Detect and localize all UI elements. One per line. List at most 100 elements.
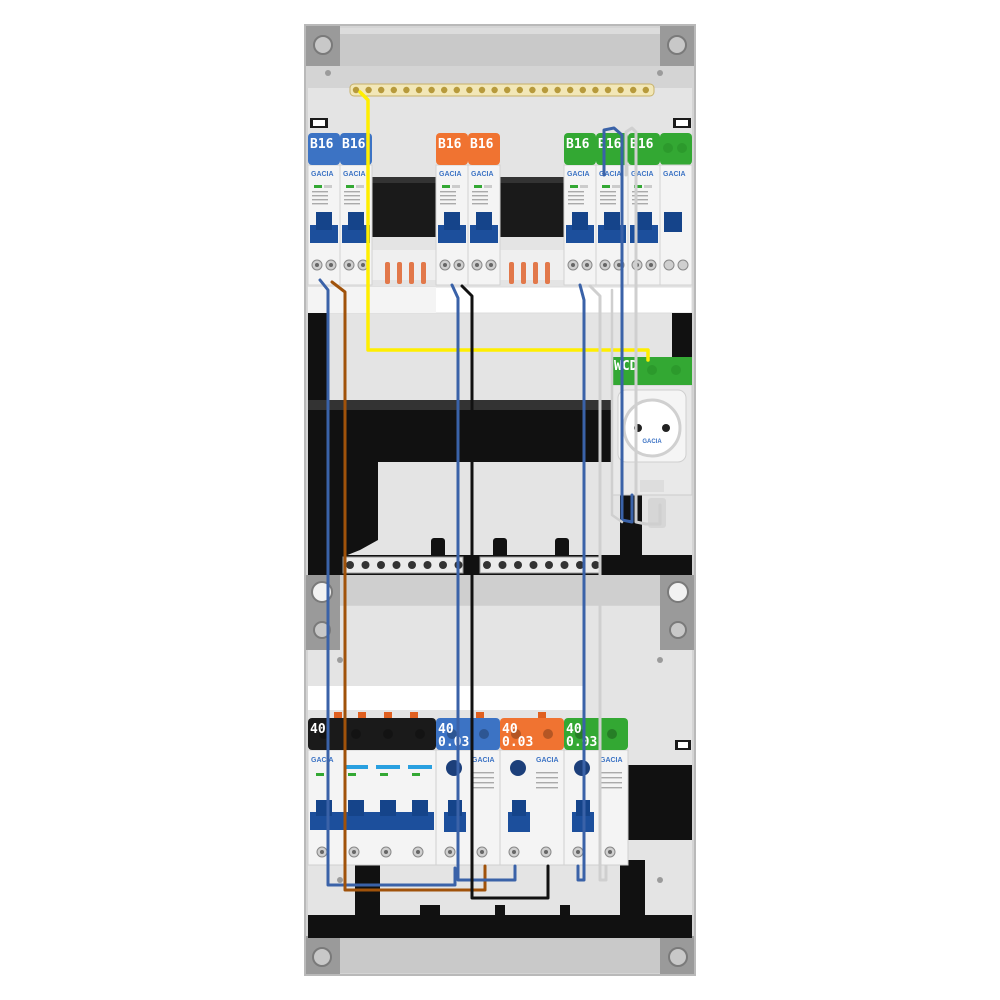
module-sensitivity-label: 0.03 bbox=[566, 735, 597, 750]
earth-terminal bbox=[504, 86, 511, 94]
mcb-indicator bbox=[580, 185, 588, 188]
mcb-rating-label: B16 bbox=[470, 137, 494, 152]
mcb-screw-head bbox=[585, 263, 589, 267]
earth-terminal bbox=[428, 86, 435, 94]
neutral-terminal bbox=[529, 561, 538, 569]
mcb-rating-label: B16 bbox=[630, 137, 654, 152]
mcb-color-cap bbox=[564, 133, 596, 165]
module-screw-head bbox=[480, 850, 484, 854]
mcb-spec-line bbox=[632, 191, 648, 193]
mcb-indicator bbox=[484, 185, 492, 188]
wire-brown-1 bbox=[330, 280, 487, 892]
mcb-indicator bbox=[452, 185, 460, 188]
mcb-rating-label: B16 bbox=[310, 137, 334, 152]
earth-terminal bbox=[415, 86, 423, 94]
mcb-indicator bbox=[644, 185, 652, 188]
mcb-brand: GACIA bbox=[663, 171, 686, 178]
socket-cap-dot bbox=[647, 365, 657, 375]
mcb-color-cap bbox=[340, 133, 372, 165]
module-body bbox=[499, 749, 565, 866]
mcb-indicator bbox=[474, 185, 482, 188]
mcb-spec-line bbox=[632, 199, 648, 201]
module-screw-head bbox=[352, 850, 356, 854]
blank-cover-2-edge bbox=[500, 177, 564, 183]
mcb-screw-head bbox=[489, 263, 493, 267]
mcb-brand: GACIA bbox=[567, 171, 590, 178]
mcb-indicator bbox=[570, 185, 578, 188]
mcb-brand: GACIA bbox=[311, 171, 334, 178]
mcb-spec-line bbox=[568, 203, 584, 205]
mcb-spec-line bbox=[472, 203, 488, 205]
earth-terminal bbox=[453, 86, 460, 94]
mcb-screw-head bbox=[315, 263, 319, 267]
mcb-color-cap bbox=[468, 133, 500, 165]
rcd-spec-line bbox=[472, 782, 494, 784]
earth-terminal bbox=[604, 86, 612, 94]
mcb-toggle-handle bbox=[604, 212, 620, 230]
module-screw-head bbox=[384, 850, 388, 854]
neutral-bar-right bbox=[479, 556, 601, 574]
mcb-toggle-handle bbox=[476, 212, 492, 230]
mcb-screw-head bbox=[347, 263, 351, 267]
rcd-test-button bbox=[510, 760, 526, 776]
mcb-spec-line bbox=[632, 195, 648, 197]
rcd-toggle-handle bbox=[512, 800, 526, 816]
mcb-indicator bbox=[602, 185, 610, 188]
pole-indicator bbox=[380, 773, 388, 776]
module-sensitivity-label: 0.03 bbox=[438, 735, 469, 750]
mcb-spec-line bbox=[440, 203, 456, 205]
earth-terminal bbox=[491, 86, 498, 94]
din-clip-right-inner bbox=[676, 120, 688, 126]
lower-clip-tabs bbox=[334, 712, 546, 720]
mcb-indicator bbox=[356, 185, 364, 188]
mcb-indicator bbox=[442, 185, 450, 188]
mcb-spec-line bbox=[568, 191, 584, 193]
mcb-toggle-handle bbox=[664, 212, 682, 232]
neutral-terminal bbox=[591, 561, 600, 569]
socket-brand: GACIA bbox=[642, 439, 662, 445]
module-brand: GACIA bbox=[472, 757, 495, 764]
mcb-screw-head bbox=[329, 263, 333, 267]
mount-corner-br bbox=[660, 936, 694, 974]
rcd-spec-line bbox=[600, 772, 622, 774]
main-switch-handle-bar bbox=[310, 812, 434, 830]
mcb-spec-line bbox=[600, 203, 616, 205]
mcb-indicator bbox=[612, 185, 620, 188]
mcb-screw-head bbox=[649, 263, 653, 267]
rcd-spec-line bbox=[472, 787, 494, 789]
mcb-toggle-handle bbox=[636, 212, 652, 230]
neutral-terminal bbox=[377, 561, 385, 569]
neutral-terminal bbox=[408, 561, 416, 569]
cap-dot bbox=[415, 729, 425, 739]
mcb-spec-line bbox=[344, 191, 360, 193]
cap-dot bbox=[677, 143, 687, 153]
rcd-spec-line bbox=[472, 772, 494, 774]
earth-bar-terminals bbox=[352, 86, 649, 94]
pole-indicator bbox=[412, 773, 420, 776]
mcb-indicator bbox=[324, 185, 332, 188]
neutral-terminal bbox=[423, 561, 432, 569]
mcb-screw-head bbox=[603, 263, 607, 267]
mcb-rating-label: B16 bbox=[598, 137, 622, 152]
mid-cover-strip bbox=[340, 575, 660, 605]
rcd-spec-line bbox=[472, 777, 494, 779]
mcb-brand: GACIA bbox=[599, 171, 622, 178]
mount-corner-bl bbox=[306, 936, 340, 974]
wire-grey-2 bbox=[610, 288, 624, 524]
socket-module: WCD GACIA bbox=[611, 357, 693, 528]
neutral-terminal bbox=[560, 561, 569, 569]
rcd-spec-line bbox=[536, 787, 558, 789]
earth-bar bbox=[349, 83, 655, 97]
socket-pin-hole-right bbox=[662, 424, 670, 432]
blank-cover-2 bbox=[500, 177, 564, 237]
earth-terminal bbox=[378, 86, 385, 94]
mcb-spec-line bbox=[600, 199, 616, 201]
neutral-terminal bbox=[545, 561, 553, 569]
rcd-handle-base bbox=[444, 812, 466, 832]
earth-terminal bbox=[579, 86, 586, 94]
wire-black-1 bbox=[460, 284, 550, 900]
mcb-brand: GACIA bbox=[439, 171, 462, 178]
wire-blue-1 bbox=[318, 278, 457, 887]
